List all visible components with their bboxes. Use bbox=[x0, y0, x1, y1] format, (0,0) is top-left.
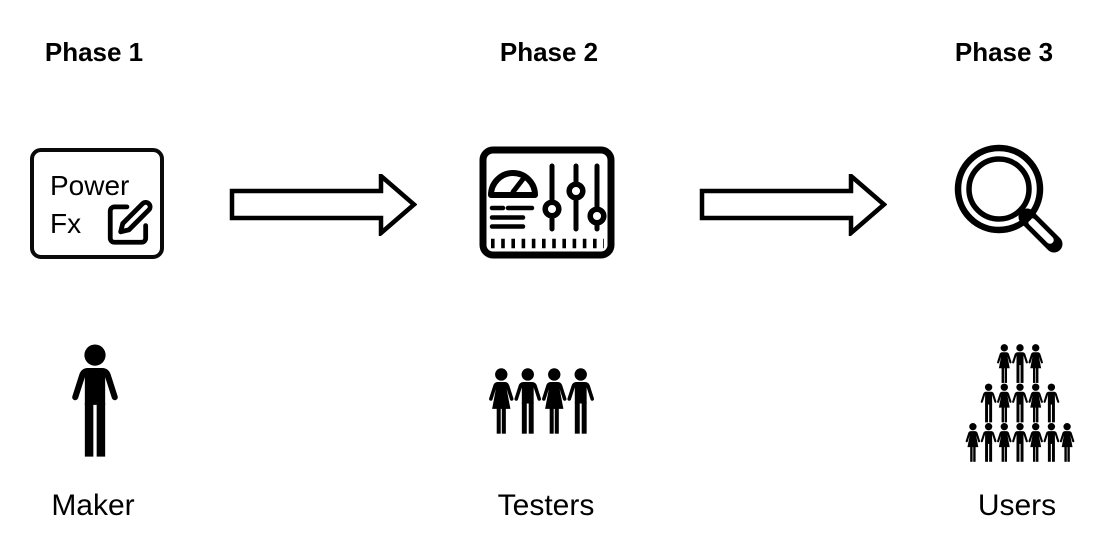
testers-label: Testers bbox=[497, 489, 595, 522]
magnifier-outer-ring bbox=[954, 144, 1044, 234]
gauge-icon bbox=[488, 170, 538, 198]
maker-label: Maker bbox=[51, 489, 135, 522]
powerfx-text-line2: Fx bbox=[50, 208, 82, 239]
testers-group-icon bbox=[486, 368, 596, 438]
phase-3-title: Phase 3 bbox=[954, 37, 1054, 67]
gauge-needle bbox=[510, 176, 526, 195]
powerfx-editor-icon: Power Fx bbox=[30, 148, 164, 259]
edit-pencil-icon bbox=[107, 200, 153, 245]
users-crowd-icon bbox=[964, 344, 1076, 464]
powerfx-text-line1: Power bbox=[50, 170, 130, 201]
users-label: Users bbox=[977, 489, 1057, 522]
phase-2-title: Phase 2 bbox=[499, 37, 599, 67]
magnifier-icon bbox=[954, 144, 1063, 253]
slider-knob-1 bbox=[542, 199, 562, 219]
slider-knob-3 bbox=[587, 206, 607, 226]
phase-1-title: Phase 1 bbox=[44, 37, 144, 67]
maker-person-icon bbox=[69, 344, 122, 464]
arrow-right-icon-2 bbox=[699, 174, 887, 236]
slider-knob-2 bbox=[566, 181, 586, 201]
magnifier-inner-ring bbox=[966, 156, 1032, 222]
control-panel-icon bbox=[479, 146, 615, 259]
arrow-right-icon-1 bbox=[229, 174, 417, 236]
powerfx-box-text: Power Fx bbox=[50, 167, 129, 243]
